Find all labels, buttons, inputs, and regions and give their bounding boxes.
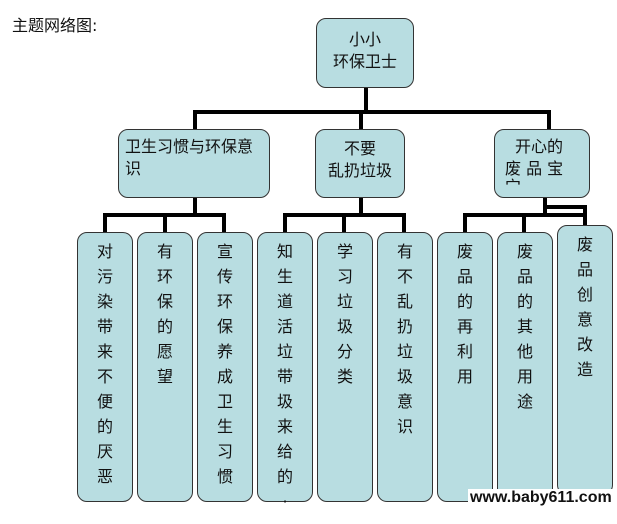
leaf-node: 废品的其他用途 — [497, 232, 553, 502]
connector — [359, 198, 363, 215]
connector — [547, 110, 551, 130]
connector — [283, 213, 287, 233]
leaf-label: 对污染带来不便的厌恶 — [97, 242, 114, 486]
branch-line2: 废 品 宝 — [505, 159, 564, 178]
leaf-label: 有环保的愿望 — [157, 242, 174, 386]
leaf-node: 学习垃圾分类 — [317, 232, 373, 502]
leaf-label: 学习垃圾分类 — [337, 242, 354, 386]
watermark: www.baby611.com — [468, 489, 614, 507]
branch-label: 卫生习惯与环保意识 — [125, 137, 254, 178]
root-line2: 环保卫士 — [332, 52, 397, 71]
leaf-label: 有不乱扔垃圾意识 — [397, 242, 414, 436]
leaf-label: 废品的其他用途 — [517, 242, 534, 411]
leaf-label: 宣传环保养成卫生习惯 — [217, 242, 234, 486]
branch-waste-treasure: 开心的 废 品 宝 宀 — [494, 129, 590, 198]
leaf-node: 宣传环保养成卫生习惯 — [197, 232, 253, 502]
branch-no-littering: 不要 乱扔垃圾 — [315, 129, 405, 198]
connector — [103, 213, 107, 233]
leaf-label: 废品的再利用 — [457, 242, 474, 386]
connector — [222, 213, 226, 233]
connector — [364, 88, 368, 114]
connector — [583, 205, 587, 225]
leaf-node: 知生道活垃带圾来给的· — [257, 232, 313, 511]
leaf-node: 有环保的愿望 — [137, 232, 193, 502]
branch-hygiene: 卫生习惯与环保意识 — [118, 129, 270, 198]
branch-line1: 开心的 — [515, 137, 564, 156]
connector — [522, 213, 526, 233]
connector — [463, 213, 467, 233]
root-node: 小小 环保卫士 — [316, 18, 414, 88]
leaf-node: 有不乱扔垃圾意识 — [377, 232, 433, 502]
connector — [193, 110, 197, 130]
branch-line2: 乱扔垃圾 — [327, 161, 392, 180]
branch-line1: 不要 — [343, 139, 376, 158]
page-title: 主题网络图: — [12, 16, 98, 35]
leaf-label: 知生道活垃带圾来给的· — [277, 242, 294, 511]
connector — [193, 198, 197, 215]
connector — [342, 213, 346, 233]
leaf-node: 废品创意改造 — [557, 225, 613, 495]
connector — [402, 213, 406, 233]
connector — [543, 205, 587, 209]
leaf-node: 对污染带来不便的厌恶 — [77, 232, 133, 502]
connector — [193, 110, 551, 114]
leaf-label: 废品创意改造 — [577, 235, 594, 379]
branch-line3: 宀 — [505, 177, 522, 196]
leaf-node: 废品的再利用 — [437, 232, 493, 502]
root-line1: 小小 — [348, 30, 381, 49]
connector — [359, 110, 363, 130]
connector — [163, 213, 167, 233]
